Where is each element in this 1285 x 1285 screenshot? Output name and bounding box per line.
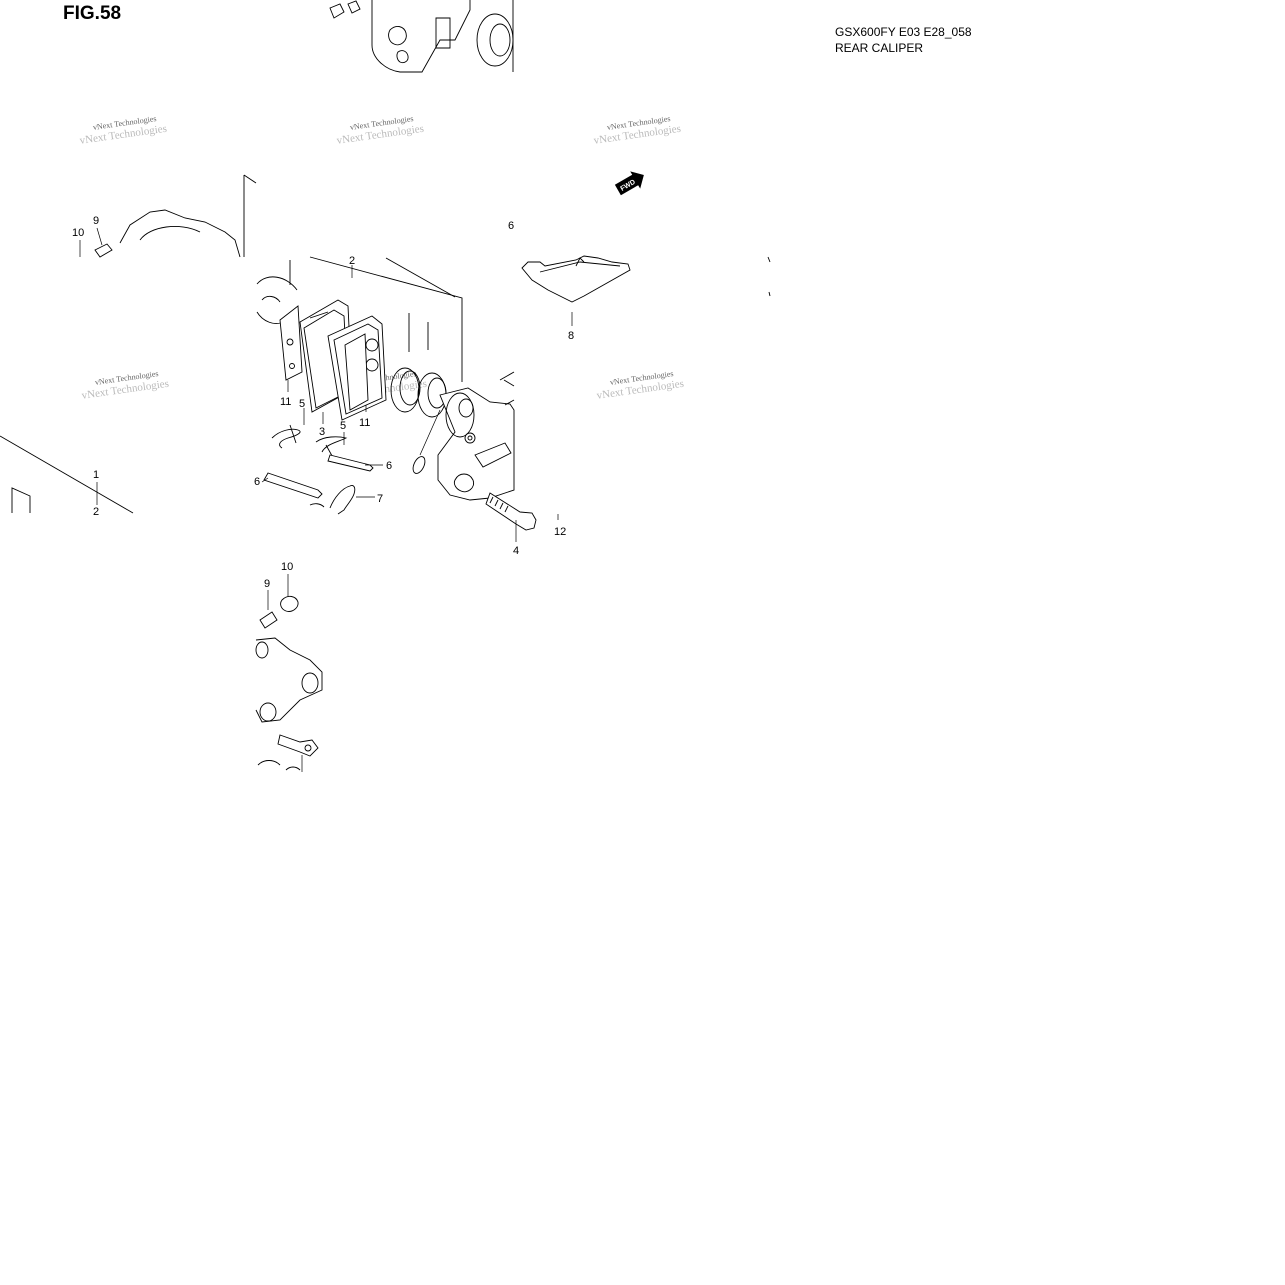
callout-number: 12 [554,526,566,538]
callout-number: 10 [72,227,84,239]
caliper-exploded-view [256,255,771,531]
callout-number: 11 [280,396,291,408]
callout-number: 9 [264,578,270,590]
caliper-body-top-partial [329,0,514,73]
caliper-assembly-left-partial [79,174,257,258]
model-code: GSX600FY E03 E28_058 [835,25,972,39]
leader-lines [261,265,573,542]
callout-number: 4 [513,545,519,557]
callout-number: 8 [568,330,574,342]
callout-number: 7 [377,493,383,505]
callout-number: 6 [254,476,260,488]
callout-number: 11 [359,417,370,429]
callout-number: 2 [349,255,355,267]
callout-number: 5 [299,398,305,410]
section-name: REAR CALIPER [835,41,924,55]
callout-number: 3 [319,426,325,438]
callout-number: 10 [281,561,293,573]
callout-number: 5 [340,420,346,432]
caliper-assembly-outline-partial [0,435,134,514]
callout-labels: 9 10 6 2 8 11 5 3 5 11 6 6 7 1 2 12 4 10… [72,215,574,590]
callout-number: 1 [93,469,99,481]
callout-number: 6 [508,220,514,232]
callout-number: 6 [386,460,392,472]
caliper-assembly-lower-partial [255,574,323,772]
figure-title: FIG.58 [63,3,122,24]
fwd-arrow-icon: FWD [614,171,644,196]
callout-number: 2 [93,506,99,518]
callout-number: 9 [93,215,99,227]
